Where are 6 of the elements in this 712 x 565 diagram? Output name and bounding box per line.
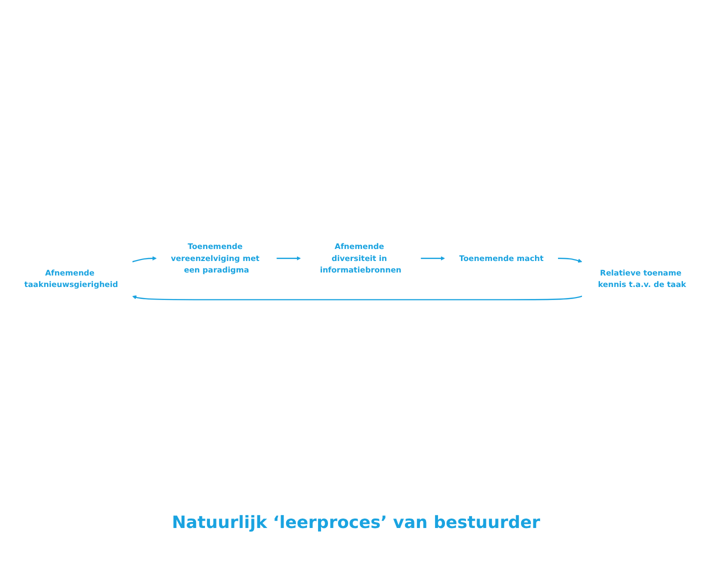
- arrow: [276, 256, 301, 260]
- arrow: [420, 256, 445, 260]
- arrow: [132, 295, 582, 300]
- center-note: Natuurlijk ‘leerproces’ van bestuurder: [172, 512, 540, 532]
- arrow: [132, 256, 157, 262]
- arrow: [558, 257, 582, 262]
